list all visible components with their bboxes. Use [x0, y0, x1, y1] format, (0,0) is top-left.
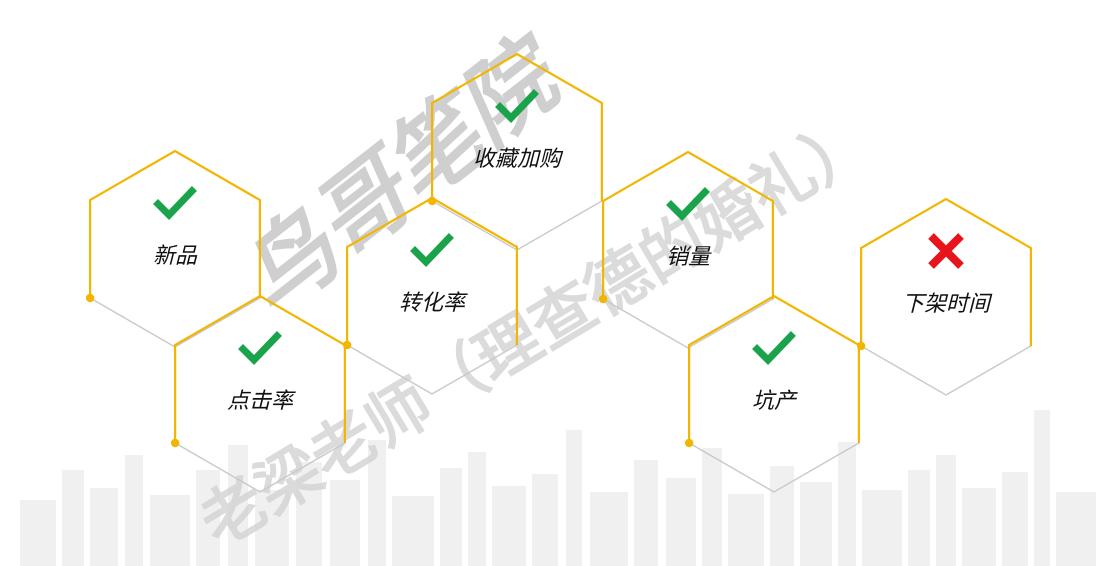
accent-dot	[598, 294, 608, 304]
check-icon	[495, 89, 539, 124]
accent-dot	[342, 340, 352, 350]
accent-dot	[170, 438, 180, 448]
hexagon-label: 坑产	[752, 389, 798, 414]
check-icon	[238, 331, 282, 366]
hexagon-label: 下架时间	[902, 292, 993, 317]
hexagon-3: 转化率	[399, 233, 468, 316]
accent-dot	[684, 438, 694, 448]
hexagon-label: 转化率	[399, 291, 468, 316]
hexagon-accent-edge	[174, 294, 346, 443]
hexagon-accent-edge	[602, 150, 774, 299]
accent-dot	[856, 341, 866, 351]
hexagon-7: 下架时间	[902, 233, 993, 317]
accent-dot	[427, 196, 437, 206]
hexagon-2: 点击率	[227, 331, 296, 414]
check-icon	[410, 233, 454, 268]
check-icon	[153, 186, 197, 221]
accent-dot	[85, 293, 95, 303]
skyline-background	[20, 410, 1096, 566]
cross-icon	[928, 233, 964, 269]
hexagon-accent-edge	[431, 52, 603, 201]
check-icon	[666, 187, 710, 222]
hexagon-label: 点击率	[227, 389, 296, 414]
hexagon-accent-edge	[860, 197, 1032, 346]
hexagon-6: 坑产	[752, 331, 798, 414]
hexagon-5: 销量	[666, 187, 712, 270]
hexagon-accent-edge	[89, 149, 261, 298]
hexagon-1: 新品	[153, 186, 198, 269]
hexagon-label: 新品	[153, 244, 198, 269]
check-icon	[752, 331, 796, 366]
hexagon-accent-edge	[688, 294, 860, 443]
hexagon-label: 销量	[666, 245, 712, 270]
hexagon-4: 收藏加购	[473, 89, 564, 172]
hexagon-label: 收藏加购	[473, 147, 564, 172]
